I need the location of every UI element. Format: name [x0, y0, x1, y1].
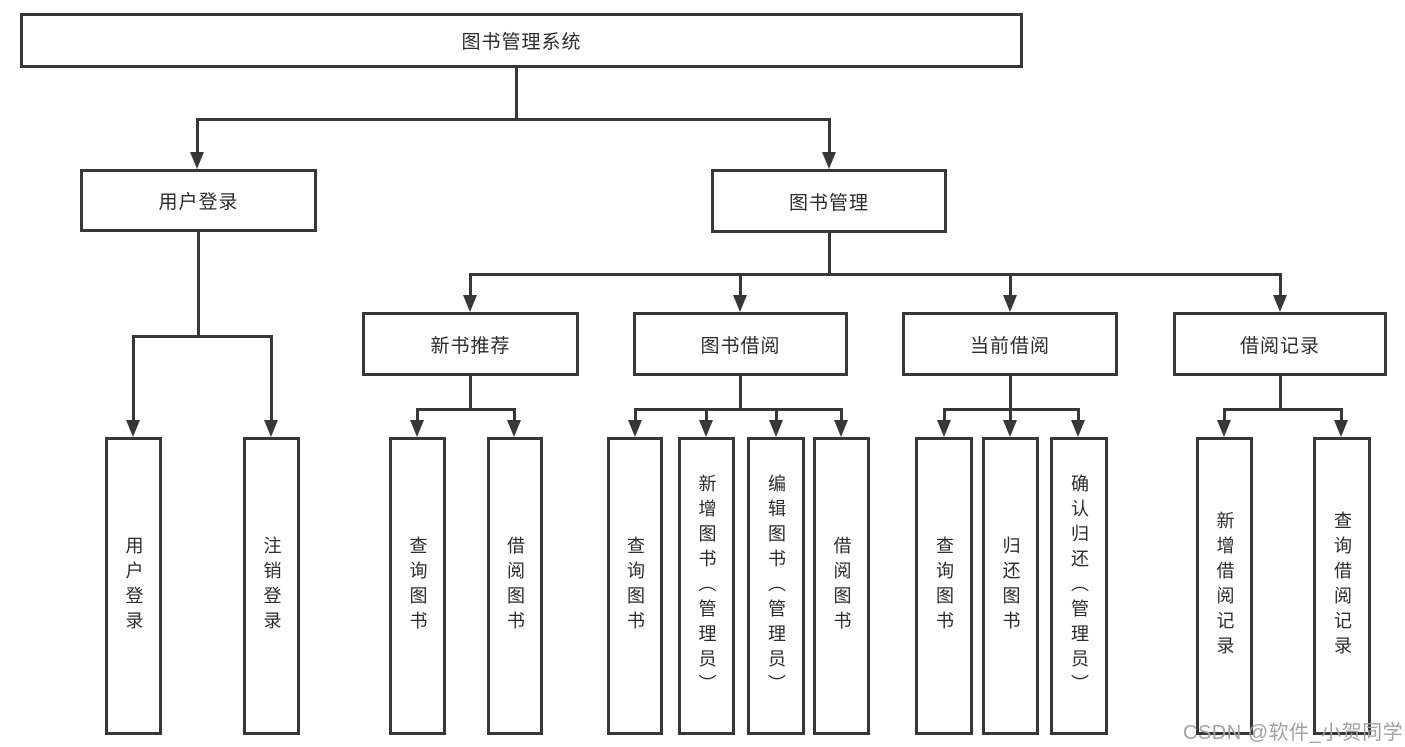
arrowhead-records	[1273, 295, 1287, 312]
node-borrowing-records: 借阅记录	[1173, 312, 1387, 376]
leaf-current-confirm-return-admin: 确认归还（管理员）	[1050, 437, 1108, 735]
connector-records-bar	[1223, 408, 1343, 411]
leaf-current-query-books: 查询图书	[915, 437, 973, 735]
leaf-borrowing-edit-books-admin: 编辑图书（管理员）	[747, 437, 805, 735]
connector-stub-user-login	[196, 118, 199, 152]
leaf-borrowing-borrow-books: 借阅图书	[813, 437, 870, 735]
node-root-library-system: 图书管理系统	[20, 13, 1023, 68]
connector-stub-cb-return	[1009, 408, 1012, 420]
arrowhead-newbook	[463, 295, 477, 312]
node-new-book-recommend: 新书推荐	[362, 312, 579, 376]
arrowhead-cb-query	[937, 420, 951, 437]
connector-currentborrow-stem	[1009, 376, 1012, 408]
connector-userlogin-stem	[197, 232, 200, 335]
arrowhead-bb-borrow	[834, 420, 848, 437]
node-current-borrowing: 当前借阅	[902, 312, 1118, 376]
arrowhead-user-login	[190, 152, 204, 169]
connector-bookmgmt-bar	[469, 273, 1281, 276]
connector-stub-cb-query	[943, 408, 946, 420]
node-book-borrowing: 图书借阅	[633, 312, 848, 376]
connector-userlogin-bar	[132, 335, 272, 338]
arrowhead-bb-edit	[769, 420, 783, 437]
csdn-watermark: CSDN @软件_小贺同学	[1183, 722, 1404, 744]
connector-newbook-bar	[416, 408, 516, 411]
connector-stub-bb-borrow	[840, 408, 843, 420]
connector-records-stem	[1279, 376, 1282, 408]
connector-stub-cb-confirm	[1077, 408, 1080, 420]
arrowhead-book-mgmt	[822, 152, 836, 169]
connector-stub-bb-add	[705, 408, 708, 420]
connector-stub-bb-query	[634, 408, 637, 420]
arrowhead-newbook-borrow	[507, 420, 521, 437]
connector-newbook-stem	[469, 376, 472, 408]
connector-stub-leaf-login	[132, 335, 135, 420]
connector-stub-rec-add	[1223, 408, 1226, 420]
connector-stub-book-mgmt	[828, 118, 831, 152]
arrowhead-bb-query	[628, 420, 642, 437]
connector-stub-records	[1279, 273, 1282, 295]
connector-stub-newbook	[469, 273, 472, 295]
leaf-borrowing-query-books: 查询图书	[607, 437, 663, 735]
leaf-user-login: 用户登录	[105, 437, 162, 735]
node-user-login-module: 用户登录	[80, 169, 317, 232]
leaf-newbook-borrow-books: 借阅图书	[487, 437, 543, 735]
leaf-records-add-record: 新增借阅记录	[1196, 437, 1253, 735]
arrowhead-currentborrow	[1003, 295, 1017, 312]
connector-bookborrow-bar	[634, 408, 842, 411]
leaf-borrowing-add-books-admin: 新增图书（管理员）	[678, 437, 735, 735]
connector-stub-bookborrow	[739, 273, 742, 295]
leaf-newbook-query-books: 查询图书	[389, 437, 446, 735]
arrowhead-bookborrow	[733, 295, 747, 312]
connector-stub-newbook-borrow	[513, 408, 516, 420]
connector-stub-newbook-query	[416, 408, 419, 420]
leaf-user-logout: 注销登录	[243, 437, 300, 735]
arrowhead-cb-return	[1003, 420, 1017, 437]
arrowhead-cb-confirm	[1071, 420, 1085, 437]
arrowhead-bb-add	[699, 420, 713, 437]
arrowhead-rec-add	[1217, 420, 1231, 437]
arrowhead-newbook-query	[410, 420, 424, 437]
connector-stub-leaf-logout	[270, 335, 273, 420]
arrowhead-leaf-logout	[264, 420, 278, 437]
node-book-management-module: 图书管理	[711, 169, 947, 233]
connector-root-stem	[515, 68, 518, 118]
leaf-records-query-record: 查询借阅记录	[1313, 437, 1371, 735]
connector-bookborrow-stem	[739, 376, 742, 408]
leaf-current-return-books: 归还图书	[982, 437, 1039, 735]
connector-stub-rec-query	[1340, 408, 1343, 420]
connector-stub-currentborrow	[1009, 273, 1012, 295]
connector-root-bar	[196, 118, 830, 121]
arrowhead-leaf-login	[126, 420, 140, 437]
connector-bookmgmt-stem	[828, 233, 831, 273]
arrowhead-rec-query	[1334, 420, 1348, 437]
connector-stub-bb-edit	[775, 408, 778, 420]
